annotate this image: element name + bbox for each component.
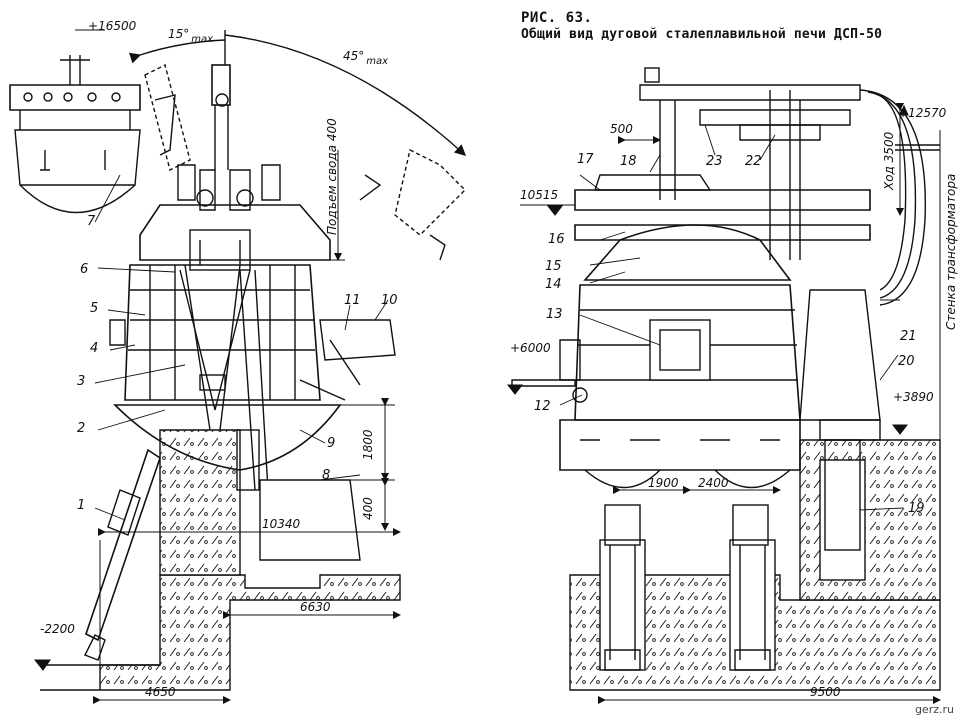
- part-4: 4: [90, 341, 98, 356]
- part-6: 6: [80, 262, 88, 277]
- transformer-wall-label: Стенка трансформатора: [944, 174, 958, 330]
- caption-number: РИС. 63.: [521, 10, 593, 26]
- part-20: 20: [898, 354, 915, 369]
- elev-plus-12570: +12570: [898, 106, 947, 120]
- right-furnace-body: [511, 224, 881, 671]
- part-1: 1: [77, 498, 85, 513]
- dim-1900: 1900: [648, 476, 679, 490]
- left-tilt-cylinder: [84, 448, 161, 661]
- part-10: 10: [381, 293, 398, 308]
- elev-plus-6000: +6000: [510, 341, 551, 355]
- right-ground: [569, 439, 941, 691]
- part-7: 7: [87, 214, 96, 229]
- elev-10515: 10515: [520, 188, 558, 202]
- dim-6630: 6630: [300, 600, 331, 614]
- part-16: 16: [548, 232, 565, 247]
- left-dimensions-text: +16500 -2200 10340 6630 4650 1800 400 По…: [40, 19, 375, 699]
- part-18: 18: [620, 154, 637, 169]
- dim-400: 400: [361, 497, 375, 520]
- part-22: 22: [745, 154, 762, 169]
- elev-16500: +16500: [88, 19, 137, 33]
- left-crane-bucket: [9, 55, 141, 214]
- dim-2400: 2400: [698, 476, 729, 490]
- tilt-angle: 15°max: [168, 27, 213, 45]
- part-17: 17: [577, 152, 594, 167]
- electrode-stroke-label: Ход 3500: [882, 131, 896, 191]
- part-21: 21: [900, 329, 917, 344]
- dim-9500: 9500: [810, 685, 841, 699]
- dim-500: 500: [610, 122, 633, 136]
- left-roof-swing: [128, 30, 467, 261]
- part-11: 11: [344, 293, 361, 308]
- right-electrode-gantry: [574, 67, 940, 306]
- part-12: 12: [534, 399, 551, 414]
- right-part-numbers: 12 13 14 15 16 17 18 19 20 21 22 23: [534, 152, 925, 516]
- left-dimension-lines: [33, 29, 401, 704]
- elev-minus-2200: -2200: [40, 622, 75, 636]
- roof-angle: 45°max: [343, 49, 388, 67]
- part-5: 5: [90, 301, 98, 316]
- part-8: 8: [322, 468, 330, 483]
- part-19: 19: [908, 501, 925, 516]
- left-furnace-body: [109, 204, 396, 561]
- part-15: 15: [545, 259, 562, 274]
- roof-lift-label: Подъем свода 400: [325, 118, 339, 235]
- part-14: 14: [545, 277, 562, 292]
- watermark: gerz.ru: [914, 703, 954, 716]
- part-13: 13: [546, 307, 563, 322]
- dim-1800: 1800: [361, 429, 375, 460]
- dim-10340: 10340: [262, 517, 301, 531]
- right-dimension-lines: [506, 103, 941, 704]
- part-9: 9: [327, 436, 335, 451]
- caption-title: Общий вид дуговой сталеплавильной печи Д…: [521, 27, 883, 42]
- left-part-numbers: 1 2 3 4 5 6 7 8 9 10 11: [77, 214, 398, 513]
- part-3: 3: [77, 374, 85, 389]
- part-23: 23: [706, 154, 723, 169]
- elev-plus-3890: +3890: [893, 390, 934, 404]
- left-electrodes: [177, 64, 281, 211]
- angle-labels: 15°max 45°max: [168, 27, 388, 67]
- right-dimensions-text: 10515 +6000 +12570 +3890 500 1900 2400 9…: [510, 106, 958, 699]
- part-2: 2: [77, 421, 85, 436]
- right-leaders: [559, 124, 904, 511]
- dim-4650: 4650: [145, 685, 176, 699]
- left-leaders: [94, 174, 389, 521]
